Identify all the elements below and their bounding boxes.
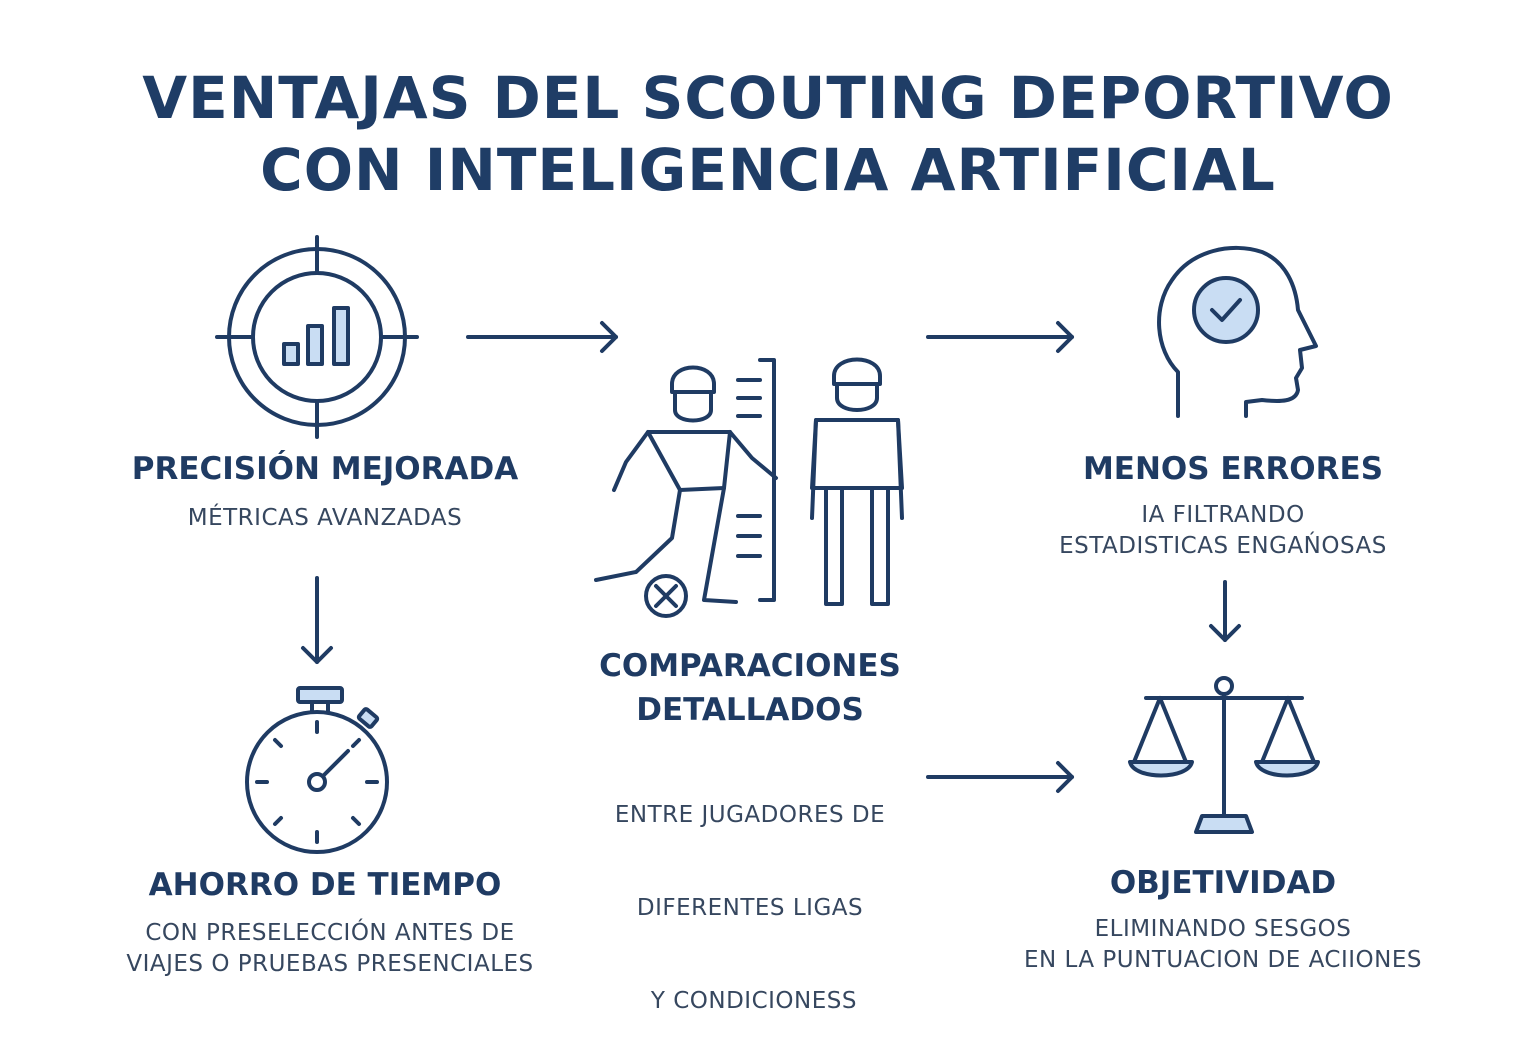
errores-description-line: ESTADISTICAS ENGAŃOSAS [1059, 533, 1387, 559]
errores-description: IA FILTRANDO ESTADISTICAS ENGAŃOSAS [1000, 500, 1446, 562]
comparaciones-heading-line: DETALLADOS [636, 692, 864, 728]
comparaciones-heading: COMPARACIONES DETALLADOS [520, 644, 980, 732]
precision-description: MÉTRICAS AVANZADAS [100, 503, 550, 534]
arrow-down-icon [301, 576, 333, 664]
arrow-right-icon [466, 321, 618, 353]
comparison-list-icon [736, 358, 776, 602]
comparaciones-description-line: Y CONDICIONESS [643, 988, 857, 1014]
target-chart-icon [215, 235, 419, 439]
title-line-1: VENTAJAS DEL SCOUTING DEPORTIVO [142, 64, 1394, 132]
precision-heading: PRECISIÓN MEJORADA [131, 451, 519, 487]
head-checkmark-icon [1157, 245, 1318, 418]
tiempo-heading: AHORRO DE TIEMPO [148, 867, 502, 903]
standing-player-icon [810, 357, 904, 606]
tiempo-description-line: CON PRESELECCIÓN ANTES DE [145, 920, 515, 946]
objetividad-description-line: EN LA PUNTUACION DE ACIIONES [1024, 947, 1422, 973]
precision-description-line: MÉTRICAS AVANZADAS [187, 505, 463, 531]
objetividad-description: ELIMINANDO SESGOS EN LA PUNTUACION DE AC… [980, 914, 1466, 976]
players-comparison-icon [594, 357, 904, 618]
balance-scale-icon [1128, 676, 1320, 834]
kicking-player-icon [594, 365, 778, 618]
arrow-down-icon [1209, 580, 1241, 642]
stopwatch-icon [245, 686, 389, 854]
arrow-right-icon [926, 321, 1074, 353]
arrow-right-icon [926, 761, 1074, 793]
page-title: VENTAJAS DEL SCOUTING DEPORTIVO CON INTE… [0, 62, 1536, 206]
objetividad-heading: OBJETIVIDAD [1109, 865, 1337, 901]
tiempo-description: CON PRESELECCIÓN ANTES DE VIAJES O PRUEB… [60, 918, 600, 980]
comparaciones-description: ENTRE JUGADORES DE DIFERENTES LIGAS Y CO… [520, 738, 980, 1048]
errores-heading: MENOS ERRORES [1082, 451, 1384, 487]
title-line-2: CON INTELIGENCIA ARTIFICIAL [260, 136, 1276, 204]
objetividad-description-line: ELIMINANDO SESGOS [1094, 916, 1352, 942]
comparaciones-description-line: DIFERENTES LIGAS [636, 895, 864, 921]
tiempo-description-line: VIAJES O PRUEBAS PRESENCIALES [126, 951, 534, 977]
errores-description-line: IA FILTRANDO [1141, 502, 1305, 528]
comparaciones-heading-line: COMPARACIONES [599, 648, 901, 684]
comparaciones-description-line: ENTRE JUGADORES DE [614, 802, 886, 828]
